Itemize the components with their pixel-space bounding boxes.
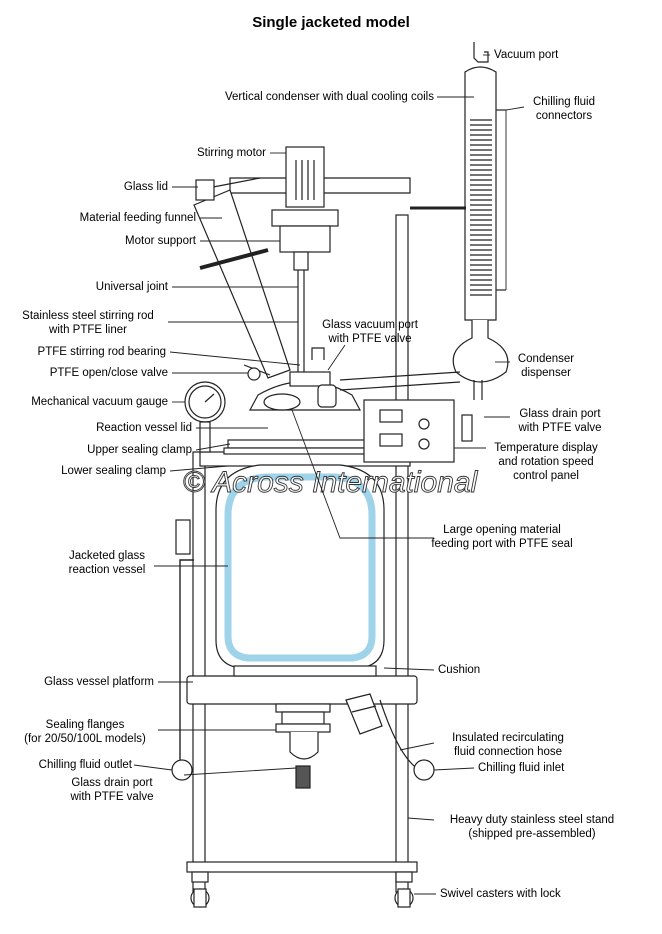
label-stand-line1: Heavy duty stainless steel stand	[449, 814, 615, 826]
label-mechanical-vacuum-gauge: Mechanical vacuum gauge	[31, 396, 168, 408]
label-vertical-condenser: Vertical condenser with dual cooling coi…	[224, 91, 434, 103]
label-sealing-flanges: Sealing flanges (for 20/50/100L models)	[12, 718, 158, 746]
label-upper-sealing-clamp: Upper sealing clamp	[87, 444, 192, 456]
label-insulated-hose: Insulated recirculating fluid connection…	[438, 731, 578, 759]
jacketed-glass-reaction-vessel	[215, 464, 385, 677]
label-glass-drain-port-bottom: Glass drain port with PTFE valve	[44, 776, 180, 804]
label-insulated-hose-line1: Insulated recirculating	[452, 732, 564, 744]
label-condenser-dispenser: Condenser dispenser	[508, 352, 584, 380]
label-temp-display-line2: and rotation speed	[498, 456, 594, 468]
label-sealing-flanges-line2: (for 20/50/100L models)	[24, 733, 146, 745]
label-sealing-flanges-line1: Sealing flanges	[45, 719, 125, 731]
vertical-condenser	[339, 42, 509, 400]
label-condenser-dispenser-line1: Condenser	[517, 353, 575, 365]
label-motor-support: Motor support	[125, 235, 196, 247]
label-glass-lid: Glass lid	[123, 181, 168, 193]
reaction-vessel-lid	[249, 347, 361, 411]
label-stirring-rod: Stainless steel stirring rod with PTFE l…	[8, 309, 168, 337]
stirring-motor	[271, 146, 339, 271]
label-reaction-vessel-lid: Reaction vessel lid	[96, 422, 192, 434]
label-vacuum-port: Vacuum port	[494, 49, 559, 61]
label-chilling-fluid-inlet: Chilling fluid inlet	[478, 762, 565, 774]
label-cushion: Cushion	[438, 664, 481, 676]
label-universal-joint: Universal joint	[95, 281, 168, 293]
material-feeding-funnel	[193, 179, 291, 379]
label-temp-display: Temperature display and rotation speed c…	[484, 441, 608, 483]
label-glass-vacuum-port-line1: Glass vacuum port	[322, 319, 418, 331]
label-glass-vacuum-port: Glass vacuum port with PTFE valve	[306, 318, 434, 346]
label-insulated-hose-line2: fluid connection hose	[453, 746, 563, 758]
label-chilling-fluid-connectors-line1: Chilling fluid	[532, 96, 595, 108]
leader-lines	[133, 54, 525, 895]
sealing-flanges	[275, 703, 331, 789]
label-material-feeding-funnel: Material feeding funnel	[79, 212, 196, 224]
label-glass-drain-port-top-line2: with PTFE valve	[518, 422, 602, 434]
label-glass-drain-port-top-line1: Glass drain port	[519, 408, 601, 420]
label-ptfe-open-close-valve: PTFE open/close valve	[49, 367, 168, 379]
label-chilling-fluid-connectors-line2: connectors	[535, 110, 593, 122]
label-jacketed-vessel: Jacketed glass reaction vessel	[58, 549, 156, 577]
label-swivel-casters: Swivel casters with lock	[440, 888, 561, 900]
label-jacketed-vessel-line2: reaction vessel	[68, 564, 146, 576]
label-chilling-fluid-outlet: Chilling fluid outlet	[38, 759, 132, 771]
label-large-opening-port: Large opening material feeding port with…	[424, 523, 580, 551]
label-ptfe-rod-bearing: PTFE stirring rod bearing	[37, 346, 166, 358]
bottom-side-port	[345, 693, 383, 735]
label-temp-display-line3: control panel	[513, 470, 579, 482]
label-stand-line2: (shipped pre-assembled)	[468, 828, 596, 840]
label-stirring-rod-line1: Stainless steel stirring rod	[22, 310, 154, 322]
label-glass-drain-port-bottom-line1: Glass drain port	[71, 777, 153, 789]
label-temp-display-line1: Temperature display	[494, 442, 598, 454]
label-large-opening-port-line2: feeding port with PTFE seal	[431, 538, 573, 550]
watermark: © Across International	[183, 466, 479, 499]
label-stirring-motor: Stirring motor	[196, 147, 266, 159]
label-chilling-fluid-connectors: Chilling fluid connectors	[520, 95, 608, 123]
label-jacketed-vessel-line1: Jacketed glass	[68, 550, 146, 562]
stainless-steel-stand	[186, 177, 418, 893]
label-lower-sealing-clamp: Lower sealing clamp	[61, 465, 166, 477]
label-large-opening-port-line1: Large opening material	[443, 524, 561, 536]
label-condenser-dispenser-line2: dispenser	[521, 367, 571, 379]
diagram-title: Single jacketed model	[252, 14, 410, 31]
control-panel	[363, 399, 473, 463]
swivel-casters	[190, 871, 414, 908]
label-stand: Heavy duty stainless steel stand (shippe…	[434, 813, 630, 841]
label-glass-drain-port-bottom-line2: with PTFE valve	[70, 791, 154, 803]
label-glass-drain-port-top: Glass drain port with PTFE valve	[506, 407, 614, 435]
label-glass-vacuum-port-line2: with PTFE valve	[328, 333, 412, 345]
label-stirring-rod-line2: with PTFE liner	[49, 324, 127, 336]
mechanical-vacuum-gauge	[184, 381, 226, 453]
label-glass-vessel-platform: Glass vessel platform	[44, 676, 154, 688]
